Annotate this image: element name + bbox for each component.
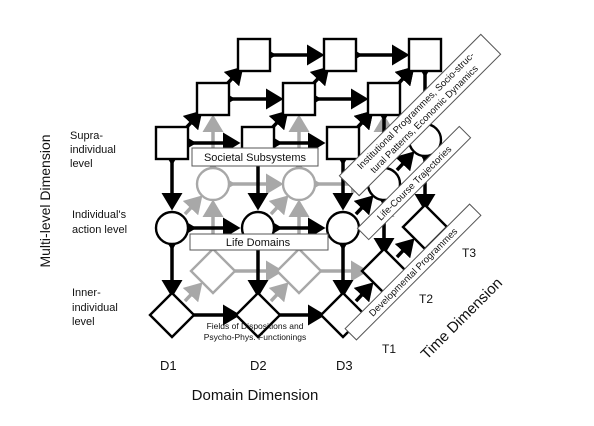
d1-label: D1 (160, 358, 177, 373)
grey-node (195, 166, 231, 202)
time-axis-label: Time Dimension (418, 275, 506, 363)
t3-label: T3 (462, 246, 476, 260)
grey-time-link (268, 195, 289, 216)
svg-text:level: level (72, 316, 95, 328)
grey-time-link (182, 282, 203, 303)
supra-node (281, 81, 317, 117)
societal-subsystems-label: Societal Subsystems (204, 152, 307, 164)
front-node (148, 291, 196, 339)
grey-node (281, 166, 317, 202)
svg-text:Individual's: Individual's (72, 209, 127, 221)
svg-text:individual: individual (72, 302, 118, 314)
life-domains-band: Life Domains (189, 233, 329, 251)
svg-text:level: level (70, 158, 93, 170)
front-node (325, 125, 361, 161)
svg-text:Supra-: Supra- (70, 130, 103, 142)
grey-node (189, 247, 237, 295)
front-node (325, 210, 361, 246)
inner-individual-level-label: Inner- individual level (72, 287, 118, 328)
individual-action-level-label: Individual's action level (72, 209, 127, 236)
t2-label: T2 (419, 292, 433, 306)
domain-axis-label: Domain Dimension (192, 387, 319, 404)
supra-node (236, 37, 272, 73)
fields-of-dispositions-label: Fields of Dispositions and Psycho-Phys. … (204, 321, 307, 342)
supra-individual-level-label: Supra- individual level (70, 130, 116, 170)
supra-node (322, 37, 358, 73)
societal-subsystems-band: Societal Subsystems (191, 147, 319, 167)
d2-label: D2 (250, 358, 267, 373)
right-time-link (394, 238, 415, 259)
life-domains-label: Life Domains (226, 237, 291, 249)
svg-text:individual: individual (70, 144, 116, 156)
connection-arrows (161, 44, 436, 326)
grey-time-link (268, 282, 289, 303)
svg-text:Inner-: Inner- (72, 287, 101, 299)
supra-node (366, 81, 402, 117)
right-time-link (394, 151, 415, 172)
fields-label-line1: Fields of Dispositions and (207, 321, 304, 331)
right-time-link (353, 282, 374, 303)
fields-label-line2: Psycho-Phys. Functionings (204, 332, 307, 342)
grey-time-link (182, 195, 203, 216)
front-node (234, 291, 282, 339)
right-time-link (353, 195, 374, 216)
grey-node (275, 247, 323, 295)
front-node (154, 125, 190, 161)
d3-label: D3 (336, 358, 353, 373)
supra-node (407, 37, 443, 73)
front-node (154, 210, 190, 246)
grid-nodes (148, 37, 449, 339)
supra-node (195, 81, 231, 117)
multilevel-axis-label: Multi-level Dimension (37, 134, 53, 267)
svg-text:action level: action level (72, 224, 127, 236)
t1-label: T1 (382, 342, 396, 356)
